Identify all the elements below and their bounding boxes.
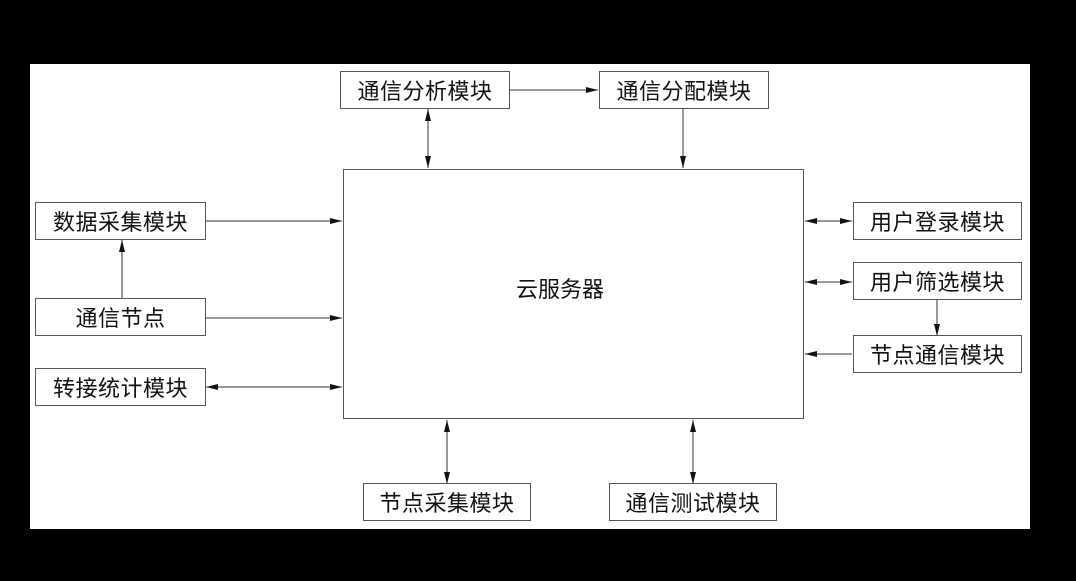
comm-test-module: 通信测试模块 [609, 483, 777, 521]
node-collection-module: 节点采集模块 [363, 483, 531, 521]
comm-analysis-module: 通信分析模块 [340, 71, 510, 109]
data-collection-module: 数据采集模块 [35, 202, 206, 240]
user-filter-module: 用户筛选模块 [853, 262, 1022, 300]
cloud-server-box [343, 169, 804, 419]
comm-allocation-module: 通信分配模块 [599, 71, 769, 109]
cloud-server-label: 云服务器 [516, 278, 605, 303]
transfer-stats-module: 转接统计模块 [35, 368, 206, 406]
diagram-canvas: 云服务器 通信分析模块 通信分配模块 数据采集模块 通信节点 转接统计模块 用户… [30, 64, 1030, 529]
user-login-module: 用户登录模块 [853, 202, 1022, 240]
node-comm-module: 节点通信模块 [853, 335, 1022, 373]
comm-node-box: 通信节点 [35, 298, 206, 336]
connector-layer [119, 87, 940, 484]
